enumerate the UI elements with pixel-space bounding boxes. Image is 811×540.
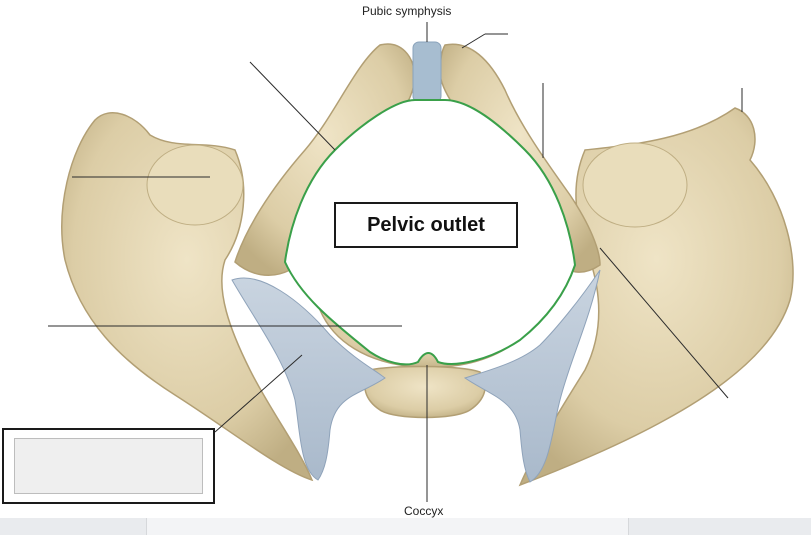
coccyx-bone	[364, 365, 486, 419]
answer-box[interactable]	[2, 428, 215, 504]
label-coccyx: Coccyx	[404, 504, 444, 518]
bottom-strip-left-segment	[0, 518, 147, 535]
pelvic-outlet-title-box: Pelvic outlet	[334, 202, 518, 248]
left-iliac-fossa	[146, 144, 244, 226]
bottom-strip	[0, 518, 811, 535]
bottom-strip-right-segment	[628, 518, 811, 535]
label-pubic-symphysis: Pubic symphysis	[362, 4, 452, 18]
leader-lower-right-diag	[599, 247, 729, 399]
left-sacrotuberous-ligament	[231, 277, 386, 481]
leader-top-right-b	[461, 33, 486, 49]
right-iliac-fossa	[582, 142, 688, 228]
leader-lower-left-diag	[214, 354, 303, 433]
leader-upper-left-diag	[249, 61, 336, 151]
right-sacrotuberous-ligament	[463, 269, 601, 483]
pubic-symphysis-cartilage	[412, 41, 442, 103]
pelvic-outlet-title: Pelvic outlet	[367, 213, 485, 236]
leader-lines	[48, 22, 743, 502]
answer-box-field[interactable]	[14, 438, 203, 494]
